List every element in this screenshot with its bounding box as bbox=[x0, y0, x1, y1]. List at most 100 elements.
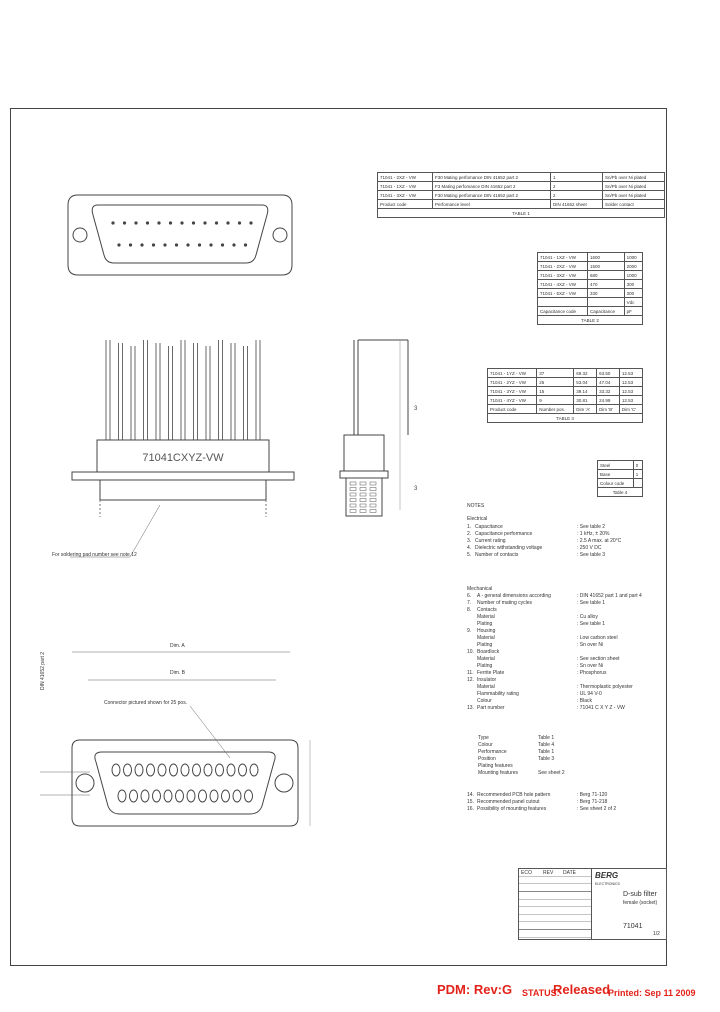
socket-contact bbox=[163, 789, 173, 803]
pin-hole bbox=[220, 243, 225, 247]
contact-section bbox=[369, 481, 377, 486]
drawing-part-number: 71041 bbox=[623, 923, 643, 930]
contact-section bbox=[369, 487, 377, 491]
table-caption-row: TABLE 1 bbox=[377, 208, 665, 218]
sheet-number: 1/2 bbox=[653, 931, 660, 937]
table-caption-row: TABLE 3 bbox=[487, 413, 643, 423]
contact-section bbox=[349, 481, 357, 486]
contact-section bbox=[359, 498, 367, 502]
pin-hole bbox=[117, 243, 121, 247]
pin-hole bbox=[134, 221, 138, 225]
pin-hole bbox=[191, 221, 196, 225]
pdm-revision: PDM: Rev:G bbox=[437, 982, 513, 997]
pin-hole bbox=[174, 243, 179, 247]
pin-hole bbox=[180, 221, 184, 225]
socket-contact bbox=[198, 789, 207, 803]
berg-logo: BERG bbox=[595, 871, 619, 880]
socket-contact bbox=[169, 763, 178, 777]
socket-contact bbox=[203, 763, 213, 777]
pin-hole bbox=[203, 221, 207, 225]
pin-hole bbox=[209, 243, 213, 247]
revision-col-eco: ECO bbox=[521, 870, 532, 876]
pin-hole bbox=[163, 243, 167, 247]
electrical-heading: Electrical bbox=[467, 516, 488, 522]
pin-hole bbox=[128, 243, 133, 247]
contact-section bbox=[349, 492, 357, 497]
socket-contact bbox=[226, 763, 236, 777]
notes-title: NOTES bbox=[467, 503, 485, 509]
socket-contact bbox=[134, 763, 144, 777]
front-elevation-drawing: 71041CXYZ-VW bbox=[70, 340, 295, 558]
side-view-pins bbox=[349, 481, 377, 513]
pin-hole bbox=[122, 221, 127, 225]
pin-hole bbox=[249, 221, 253, 225]
pin-hole bbox=[168, 221, 173, 225]
top-view-pins-row1 bbox=[111, 221, 253, 225]
status-value: Released bbox=[553, 982, 611, 997]
socket-contact bbox=[129, 789, 138, 803]
socket-contact bbox=[123, 763, 132, 777]
plating-callout: For soldering pad number see note 12 bbox=[52, 552, 137, 558]
socket-contact bbox=[157, 763, 167, 777]
revision-history: ECO REV DATE bbox=[519, 869, 592, 939]
socket-contact bbox=[192, 763, 201, 777]
contact-section bbox=[349, 498, 357, 502]
dim-a-label: Dim. A bbox=[170, 643, 185, 649]
socket-contact bbox=[186, 789, 196, 803]
berg-logo-sub: ELECTRONICS bbox=[595, 882, 620, 886]
front-elevation-pins bbox=[105, 340, 261, 440]
top-view-drawing bbox=[67, 194, 293, 276]
pin-hole bbox=[243, 243, 248, 247]
socket-contact bbox=[152, 789, 161, 803]
revision-col-date: DATE bbox=[563, 870, 576, 876]
pin-hole bbox=[157, 221, 161, 225]
bottom-view-pins-row2 bbox=[117, 789, 253, 803]
title-block: ECO REV DATE BERG ELECTRONICS D-sub filt… bbox=[518, 868, 667, 940]
table-row: Vdc bbox=[536, 297, 644, 307]
printed-date: Printed: Sep 11 2009 bbox=[608, 988, 696, 998]
socket-contact bbox=[221, 789, 230, 803]
status-label: STATUS: bbox=[522, 988, 560, 998]
contact-section bbox=[359, 481, 367, 486]
contact-section bbox=[349, 503, 357, 508]
contact-section bbox=[369, 503, 377, 508]
contact-section bbox=[369, 498, 377, 502]
table-caption-row: TABLE 2 bbox=[537, 315, 643, 325]
contact-section bbox=[359, 492, 367, 497]
drawing-sheet bbox=[10, 108, 667, 966]
contact-section bbox=[349, 509, 357, 513]
contact-section bbox=[359, 509, 367, 513]
svg-text:3: 3 bbox=[414, 486, 418, 492]
part-marking-text: 71041CXYZ-VW bbox=[142, 452, 224, 464]
drawing-title: D-sub filter bbox=[623, 891, 657, 898]
revision-col-rev: REV bbox=[543, 870, 554, 876]
socket-contact bbox=[249, 763, 259, 777]
bottom-view-drawing bbox=[40, 651, 311, 827]
dim-b-label: Dim. B bbox=[170, 670, 185, 676]
connector-callout: Connector pictured shown for 25 pos. bbox=[104, 700, 188, 706]
side-reference-label: DIN 41652 part 2 bbox=[40, 651, 46, 690]
socket-contact bbox=[140, 789, 150, 803]
pin-hole bbox=[226, 221, 230, 225]
pin-hole bbox=[197, 243, 202, 247]
pin-hole bbox=[232, 243, 236, 247]
socket-contact bbox=[238, 763, 247, 777]
socket-contact bbox=[215, 763, 224, 777]
socket-contact bbox=[180, 763, 190, 777]
pin-hole bbox=[237, 221, 242, 225]
